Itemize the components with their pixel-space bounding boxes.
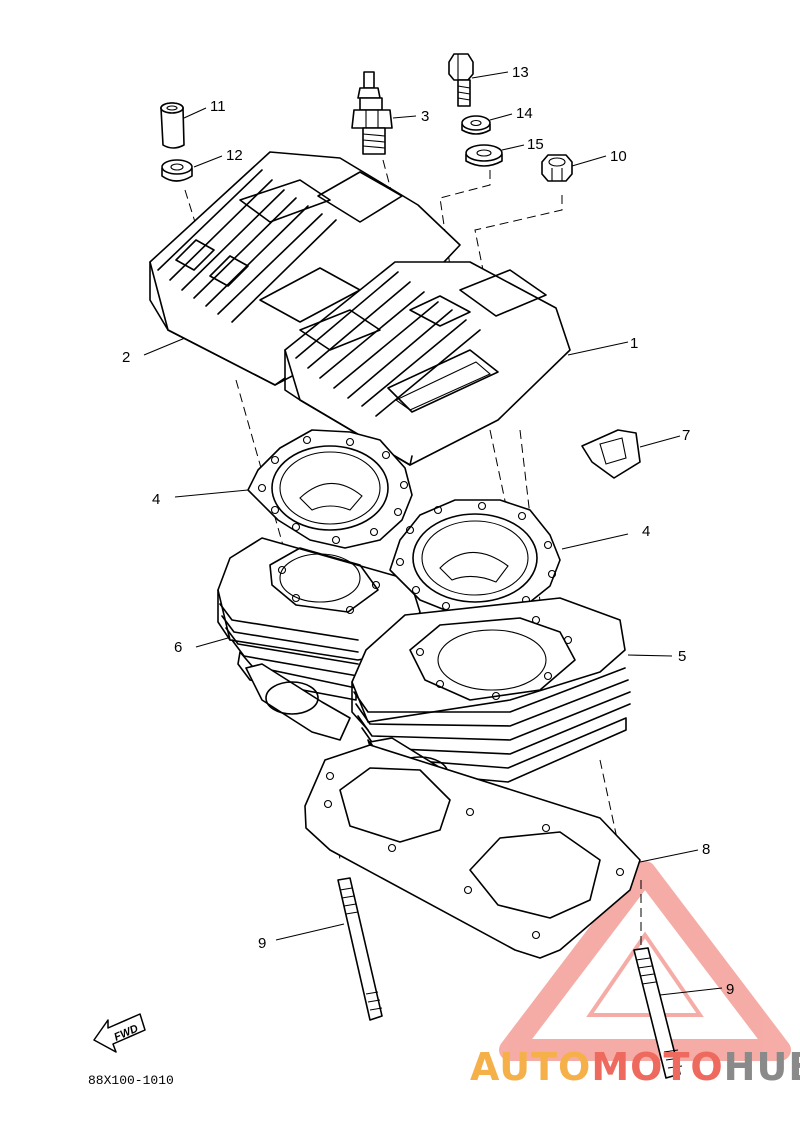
watermark-part-moto: MOTO [591,1045,723,1089]
part-11-collar [160,102,185,149]
callout-5: 5 [678,648,686,665]
part-13-bolt [448,53,474,107]
watermark-logo-text: AUTOMOTOHUB [470,1045,800,1089]
callout-10: 10 [610,148,627,165]
part-4-head-gasket-rear [247,429,413,549]
callout-2: 2 [122,349,130,366]
callout-13: 13 [512,64,529,81]
part-15-washer [465,144,503,167]
part-3-spark-plug [351,71,393,155]
part-14-spring-washer [461,115,491,135]
callout-9-left: 9 [258,935,266,952]
leader-lines [143,71,723,996]
callout-6: 6 [174,639,182,656]
diagram-code: 88X100-1010 [88,1073,174,1088]
callout-11: 11 [210,98,226,115]
callout-3: 3 [421,108,429,125]
callout-7: 7 [682,427,690,444]
svg-text:AUTOMOTOHUB: AUTOMOTOHUB [470,1045,800,1089]
part-7-clip [581,429,641,479]
part-9-stud-left [337,877,383,1021]
callout-8: 8 [702,841,710,858]
part-4-head-gasket-front [389,499,561,617]
part-12-washer [161,159,193,182]
watermark-part-auto: AUTO [470,1045,591,1089]
callout-1: 1 [630,335,638,352]
part-1-cylinder-head-front [284,261,571,466]
callout-15: 15 [527,136,544,153]
part-9-stud-right [633,947,683,1079]
callout-12: 12 [226,147,243,164]
part-6-cylinder-rear [217,537,421,741]
callout-4-front-gasket: 4 [642,523,650,540]
callout-9-right: 9 [726,981,734,998]
part-10-nut [541,154,573,182]
callout-14: 14 [516,105,533,122]
watermark-part-hub: HUB [724,1045,800,1089]
forward-direction-arrow-icon: FWD [93,1013,146,1053]
part-8-base-gasket [304,744,641,959]
callout-4-rear-gasket: 4 [152,491,160,508]
